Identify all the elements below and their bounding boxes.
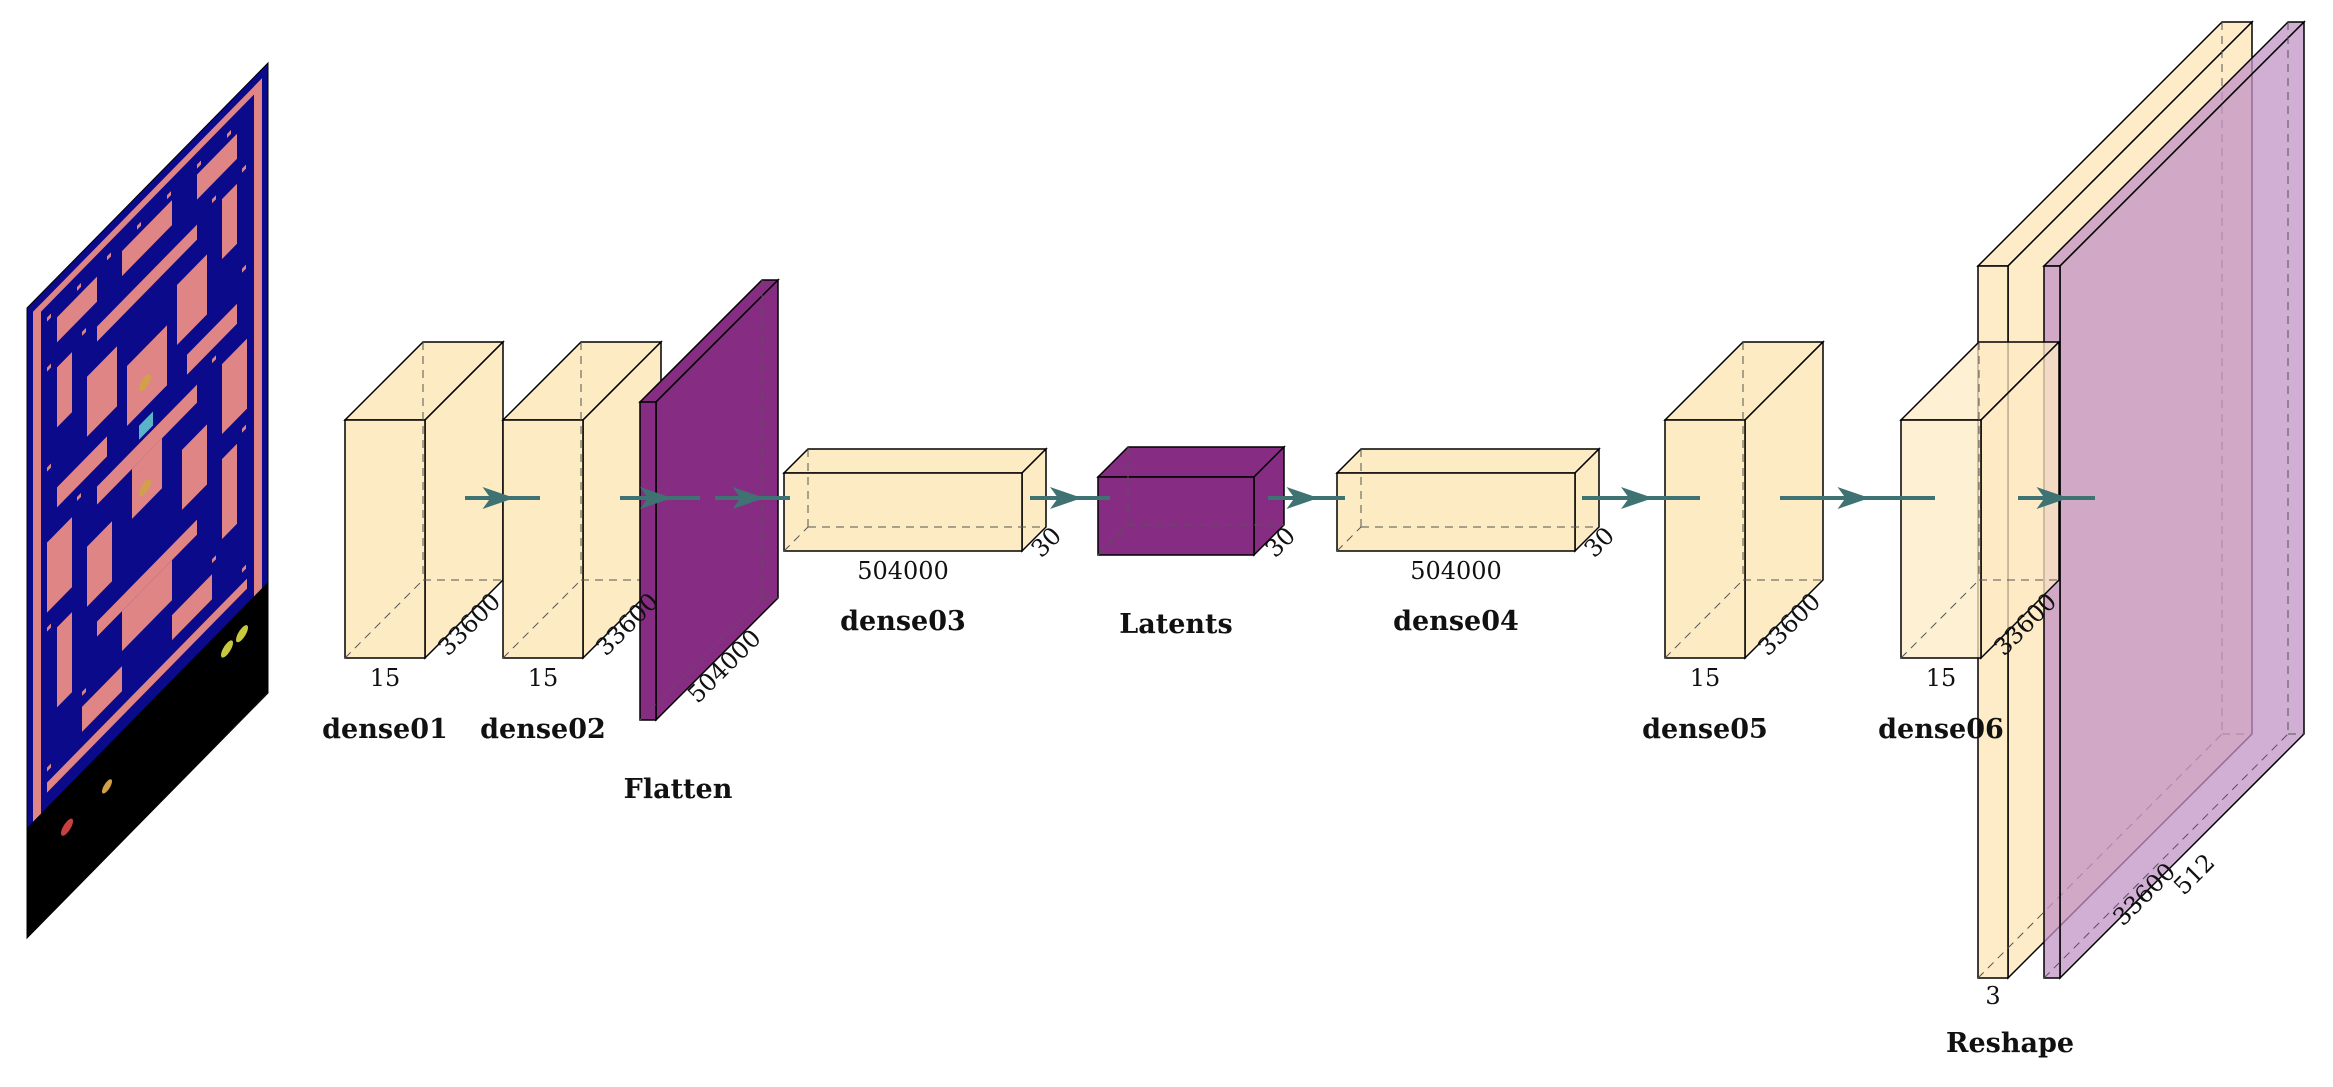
- arrow-head: [732, 487, 765, 509]
- dense03-name: dense03: [840, 606, 966, 637]
- dense05-width-label: 15: [1690, 664, 1721, 692]
- dense01-width-label: 15: [370, 664, 401, 692]
- reshape-width-label: 3: [1985, 982, 2000, 1010]
- reshape-name: Reshape: [1946, 1028, 2074, 1059]
- layer-dense04: [1335, 447, 1601, 553]
- arrow-head: [1050, 487, 1082, 509]
- dense02-width-label: 15: [528, 664, 559, 692]
- arrow-head: [640, 487, 672, 509]
- layer-dense01: [343, 340, 505, 660]
- layer-latents: [1096, 445, 1286, 557]
- dense06-name: dense06: [1878, 714, 2004, 745]
- arrow-head: [1286, 487, 1319, 509]
- pacman-maze-image: [26, 61, 269, 940]
- connection-arrows: [465, 487, 2095, 509]
- latents-name: Latents: [1119, 609, 1232, 640]
- dense01-name: dense01: [322, 714, 448, 745]
- dense06-width-label: 15: [1926, 664, 1957, 692]
- flatten-name: Flatten: [624, 774, 733, 805]
- layer-dense05: [1663, 340, 1825, 660]
- dense05-name: dense05: [1642, 714, 1768, 745]
- dense04-width-label: 504000: [1410, 557, 1502, 585]
- dense02-name: dense02: [480, 714, 606, 745]
- dense04-name: dense04: [1393, 606, 1519, 637]
- arrow-head: [1837, 487, 1870, 509]
- dense03-width-label: 504000: [857, 557, 949, 585]
- arrow-head: [482, 487, 515, 509]
- arrow-head: [2036, 487, 2069, 509]
- layer-dense03: [782, 447, 1048, 553]
- layers-group: [343, 20, 2306, 980]
- arrow-head: [1621, 487, 1653, 509]
